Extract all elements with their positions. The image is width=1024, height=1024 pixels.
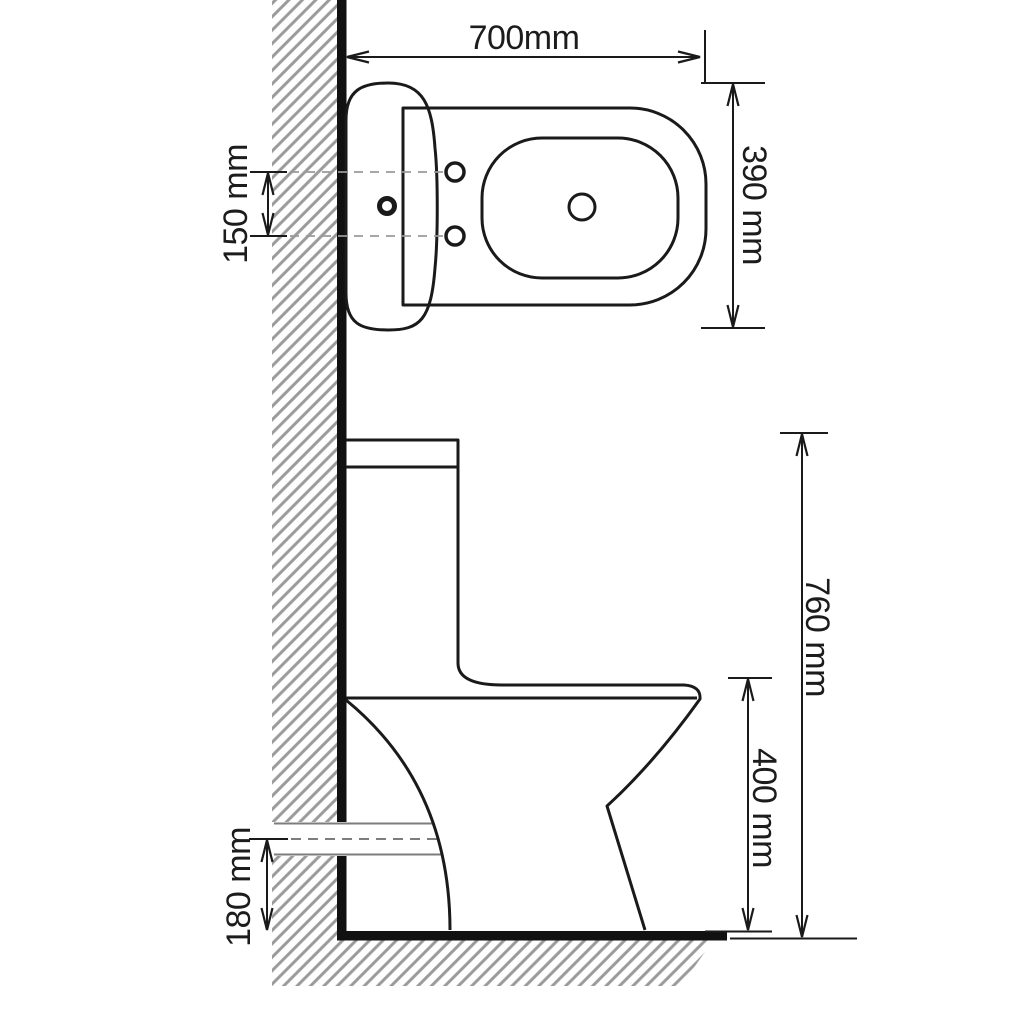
- dim-760-label: 760 mm: [798, 577, 836, 697]
- dim-400-label: 400 mm: [745, 748, 783, 868]
- topview-bowl-rim: [480, 136, 680, 280]
- sideview-bowl-front-profile: [345, 698, 452, 931]
- dim-150-label: 150 mm: [217, 144, 255, 264]
- side-view: [345, 438, 702, 931]
- sideview-tank-and-bowl-profile: [456, 467, 702, 931]
- floor-hatch: [337, 940, 713, 986]
- floor-line: [337, 931, 727, 941]
- topview-hinge-hole-bottom: [444, 225, 466, 247]
- topview-hinge-hole-top: [444, 161, 466, 183]
- sideview-cistern-lid: [346, 438, 460, 469]
- topview-seat-outline: [401, 106, 708, 307]
- dim-700-label: 700mm: [469, 19, 580, 57]
- dim-180-label: 180 mm: [220, 827, 258, 947]
- wall-line: [337, 0, 347, 940]
- topview-cistern-outline: [344, 81, 439, 332]
- topview-centerlines: [274, 171, 446, 237]
- wall-hatch: [272, 0, 337, 986]
- dimension-labels: 700mm 390 mm 150 mm 760 mm 400 mm 180 mm: [217, 19, 836, 947]
- dim-390-label: 390 mm: [735, 145, 773, 265]
- topview-flush-hole: [567, 192, 597, 222]
- dimension-lines: [249, 30, 857, 940]
- outlet-pipe-edges: [274, 822, 441, 856]
- top-view: [344, 81, 708, 332]
- topview-cistern-button: [377, 196, 397, 216]
